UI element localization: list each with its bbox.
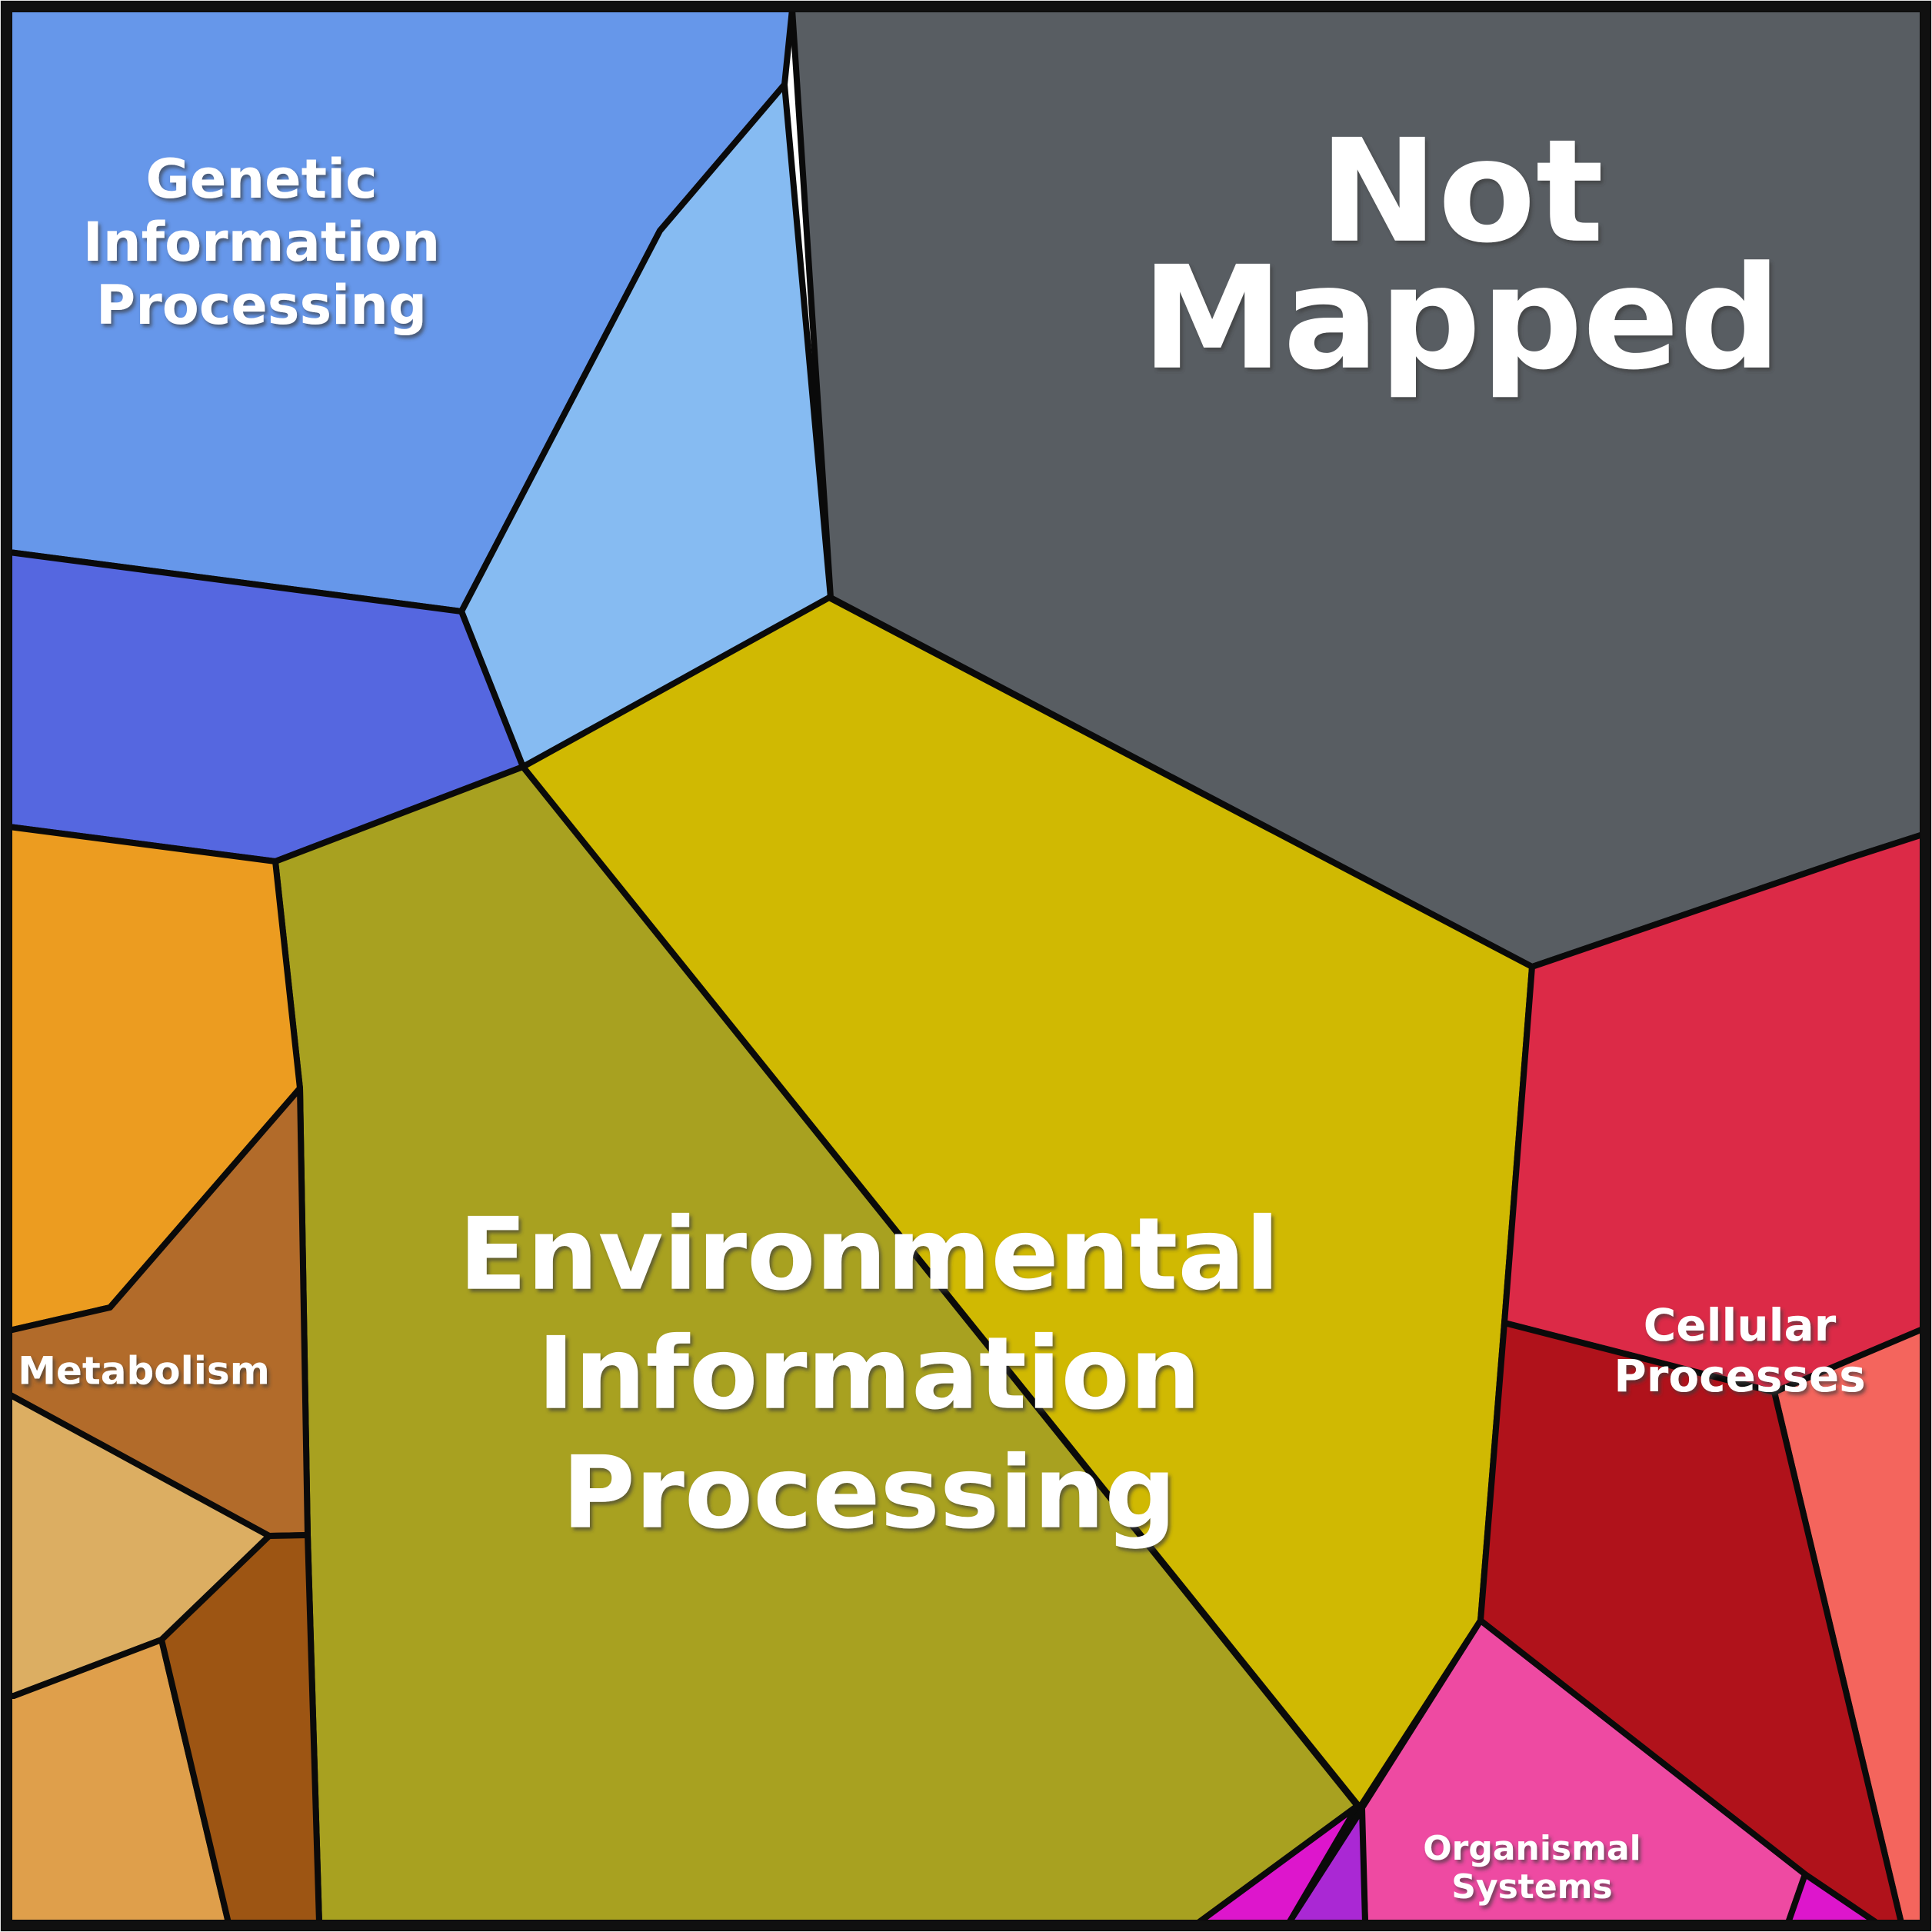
- label-genetic-information-processing-main-line-0: Genetic: [145, 148, 377, 211]
- label-environmental-information-processing-main-line-2: Processing: [562, 1434, 1177, 1551]
- label-metabolism-main-line-0: Metabolism: [18, 1349, 270, 1394]
- label-cellular-processes-main-line-0: Cellular: [1644, 1299, 1837, 1351]
- label-cellular-processes-main-line-1: Processes: [1614, 1350, 1866, 1402]
- label-genetic-information-processing-main-line-1: Information: [83, 211, 441, 274]
- label-not-mapped-line-1: Mapped: [1141, 235, 1781, 401]
- label-environmental-information-processing-main-line-0: Environmental: [458, 1196, 1279, 1313]
- label-genetic-information-processing-main-line-2: Processing: [96, 274, 427, 337]
- label-not-mapped-line-0: Not: [1319, 108, 1604, 275]
- treemap-cells: [6, 6, 1926, 1926]
- label-environmental-information-processing-main-line-1: Information: [538, 1315, 1201, 1432]
- treemap-labels: GeneticInformationProcessingNotMappedEnv…: [18, 108, 1866, 1907]
- label-organismal-systems-main-line-0: Organismal: [1423, 1829, 1641, 1868]
- label-organismal-systems-main-line-1: Systems: [1451, 1867, 1612, 1907]
